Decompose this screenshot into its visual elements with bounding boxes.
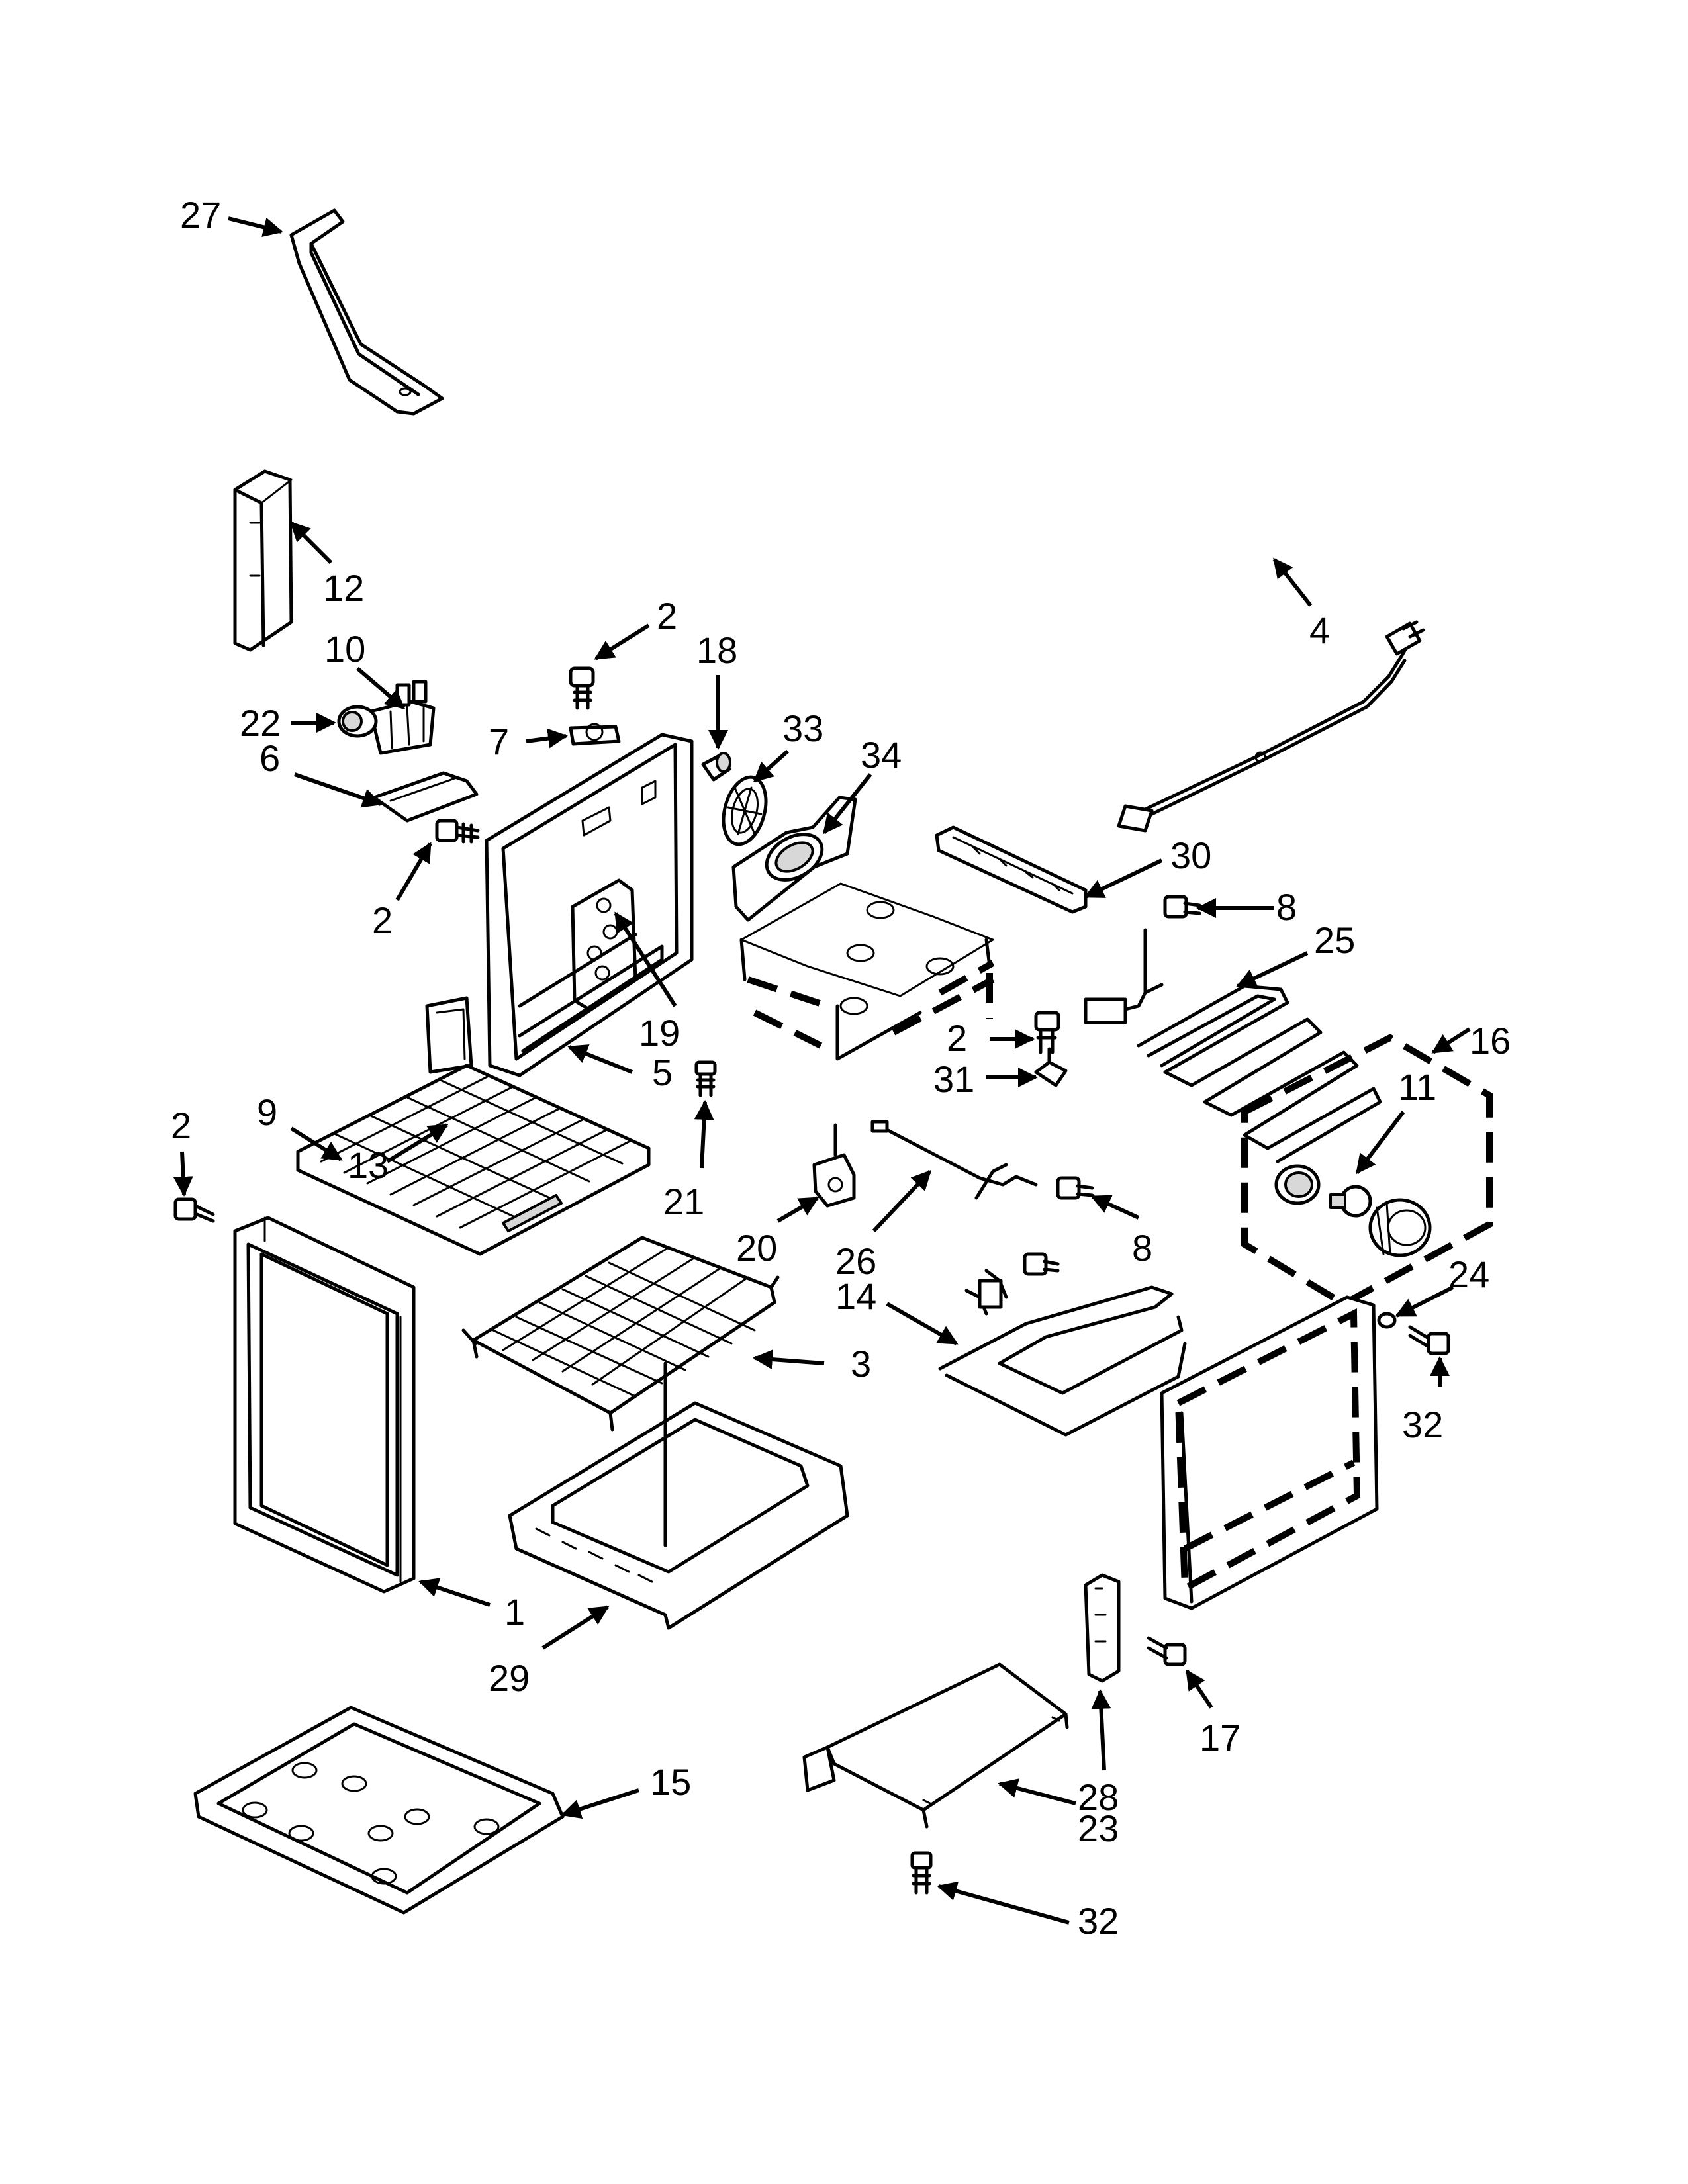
- part-door-inner-panel: [1160, 1295, 1379, 1610]
- callout-14: 14: [835, 1275, 876, 1317]
- callout-4: 4: [1309, 610, 1330, 651]
- part-6-mounting-plate: [372, 771, 479, 823]
- callout-23: 23: [1078, 1807, 1119, 1849]
- part-1-side-panel: [233, 1216, 416, 1594]
- callout-32: 32: [1402, 1404, 1443, 1445]
- part-30-vent: [935, 825, 1088, 914]
- part-33-fan-blade: [722, 775, 768, 846]
- callout-21: 21: [663, 1181, 704, 1222]
- part-26-sensor: [870, 1120, 1038, 1200]
- callout-8: 8: [1276, 886, 1297, 928]
- callout-24: 24: [1448, 1253, 1489, 1295]
- callout-1: 1: [504, 1591, 525, 1633]
- callout-27: 27: [180, 194, 221, 236]
- part-oven-cavity-frame: [739, 882, 995, 1061]
- callout-19: 19: [639, 1012, 680, 1054]
- callout-numbers: 27 12 4 2 18 10 22 6 7 33 34 2 30 8 25 1…: [171, 194, 1511, 1942]
- part-11-bulb-housing: [1274, 1164, 1432, 1257]
- callout-28: 28: [1078, 1776, 1119, 1818]
- part-5-rear-panel: [485, 733, 694, 1077]
- part-2-screw-right: [1034, 1011, 1060, 1054]
- part-2-screw-top: [569, 666, 595, 710]
- part-9-oven-rack: [296, 1064, 651, 1256]
- part-24-spacer: [1377, 1312, 1397, 1329]
- callout-34: 34: [861, 734, 902, 776]
- part-8-screw-upper: [1163, 895, 1201, 919]
- part-32-screw-bottom: [910, 1851, 933, 1895]
- callout-22: 22: [240, 702, 281, 744]
- part-18-plug: [701, 752, 731, 782]
- part-15-bottom-pan: [193, 1706, 565, 1915]
- part-27-bracket: [289, 208, 444, 416]
- part-17-screw: [1147, 1636, 1187, 1666]
- callout-8: 8: [1132, 1227, 1152, 1269]
- callout-9: 9: [257, 1091, 277, 1133]
- callout-2: 2: [171, 1105, 191, 1146]
- part-10-switch: [369, 680, 436, 755]
- part-4-power-cord: [1117, 620, 1425, 833]
- callout-26: 26: [835, 1240, 876, 1282]
- part-13-hinge-receptacle: [425, 996, 473, 1074]
- callout-5: 5: [652, 1052, 673, 1093]
- callout-25: 25: [1314, 919, 1355, 961]
- callout-12: 12: [323, 567, 364, 609]
- part-22-knob: [337, 705, 378, 738]
- callout-10: 10: [324, 628, 365, 670]
- part-14-bake-element: [938, 1269, 1187, 1437]
- callout-20: 20: [736, 1227, 777, 1269]
- callout-32: 32: [1078, 1900, 1119, 1942]
- callout-11: 11: [1398, 1066, 1436, 1108]
- callout-16: 16: [1470, 1020, 1511, 1062]
- callout-33: 33: [782, 707, 823, 749]
- part-8-screw-lower: [1023, 1176, 1094, 1276]
- part-2-screw-left: [435, 819, 480, 844]
- part-25-broil-element: [1084, 928, 1382, 1163]
- callout-3: 3: [851, 1343, 871, 1385]
- part-23-access-cover: [802, 1662, 1069, 1829]
- callout-6: 6: [259, 737, 280, 779]
- part-12-side-trim: [233, 469, 293, 652]
- part-20-latch: [812, 1123, 856, 1208]
- callout-29: 29: [489, 1657, 530, 1699]
- leader-lines: [173, 216, 1471, 1925]
- callout-30: 30: [1170, 835, 1211, 876]
- part-32-screw-door: [1408, 1325, 1450, 1355]
- callout-31: 31: [933, 1058, 974, 1100]
- part-28-hinge: [1084, 1573, 1121, 1683]
- part-2-screw-far-left: [173, 1197, 215, 1223]
- callout-13: 13: [348, 1144, 389, 1186]
- part-21-spring: [694, 1060, 717, 1097]
- callout-7: 7: [489, 721, 509, 762]
- callout-2: 2: [657, 595, 677, 637]
- callout-15: 15: [650, 1761, 691, 1803]
- part-29-drawer: [508, 1361, 849, 1630]
- callout-17: 17: [1199, 1717, 1241, 1758]
- callout-2: 2: [947, 1017, 967, 1059]
- part-3-roasting-rack: [461, 1236, 780, 1432]
- part-7-bracket: [569, 723, 621, 746]
- callout-18: 18: [696, 629, 737, 671]
- part-16-light-assembly: [1241, 1034, 1493, 1308]
- callout-2: 2: [372, 899, 393, 941]
- part-31-bracket: [1034, 1047, 1068, 1087]
